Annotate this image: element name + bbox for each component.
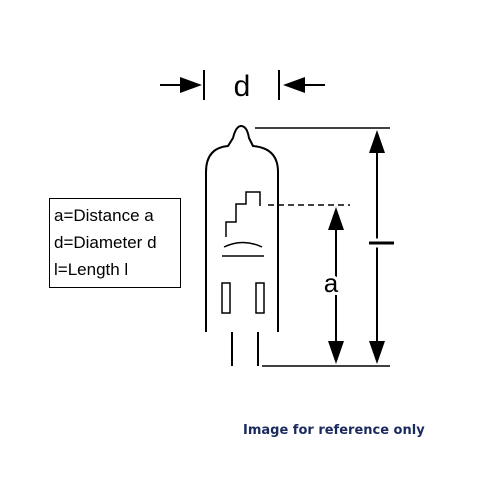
length-label: l [361, 239, 399, 247]
filament-arc [223, 241, 263, 248]
diameter-arrow-right-head [283, 77, 305, 93]
reference-caption: Image for reference only [243, 423, 425, 438]
legend-box: a=Distance a d=Diameter d l=Length l [49, 198, 181, 288]
length-arrow-bottom [369, 341, 385, 364]
legend-entry-length: l=Length l [54, 260, 129, 279]
distance-arrow-top [328, 207, 344, 230]
diameter-arrow-left-head [180, 77, 202, 93]
legend-entry-distance: a=Distance a [54, 206, 154, 225]
diameter-label: d [234, 70, 251, 103]
pin-slot-right [255, 282, 265, 314]
bulb-outline [205, 124, 279, 332]
distance-arrow-bottom [328, 341, 344, 364]
legend-entry-diameter: d=Diameter d [54, 233, 157, 252]
length-arrow-top [369, 130, 385, 153]
filament [225, 191, 261, 237]
pin-slot-left [221, 282, 231, 314]
distance-label: a [324, 268, 339, 298]
